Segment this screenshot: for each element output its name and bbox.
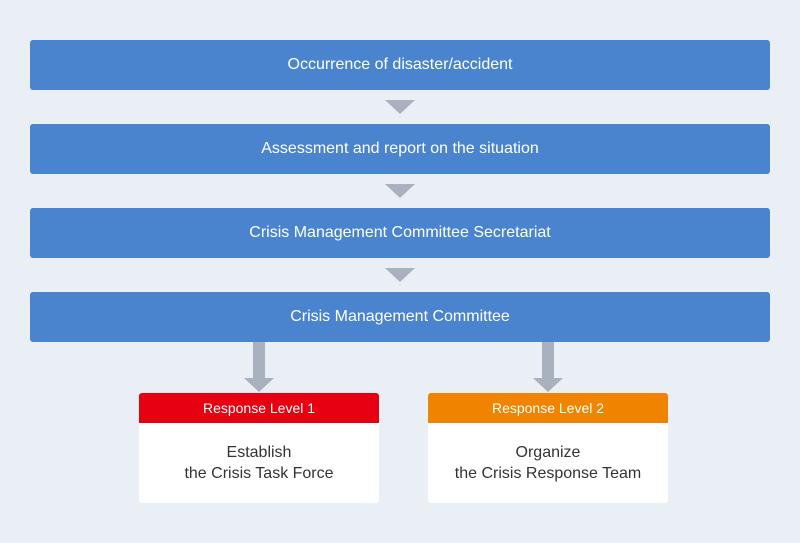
response-level-2-header: Response Level 2: [428, 393, 668, 423]
step-assessment: Assessment and report on the situation: [30, 124, 770, 174]
response-level-2-body: Organize the Crisis Response Team: [428, 423, 668, 503]
level-action-line: the Crisis Response Team: [454, 465, 642, 482]
step-committee: Crisis Management Committee: [30, 292, 770, 342]
down-arrow-icon: [385, 268, 415, 282]
level-action-line: Organize: [515, 444, 581, 461]
step-label: Crisis Management Committee: [290, 308, 510, 325]
response-level-2-card: Response Level 2 Organize the Crisis Res…: [428, 393, 668, 503]
level-header-label: Response Level 1: [202, 400, 316, 416]
down-arrow-icon: [385, 184, 415, 198]
step-label: Occurrence of disaster/accident: [287, 56, 513, 73]
step-label: Crisis Management Committee Secretariat: [249, 224, 551, 241]
step-occurrence: Occurrence of disaster/accident: [30, 40, 770, 90]
response-level-1-card: Response Level 1 Establish the Crisis Ta…: [139, 393, 379, 503]
response-level-1-body: Establish the Crisis Task Force: [139, 423, 379, 503]
level-action-line: Establish: [226, 444, 292, 461]
step-label: Assessment and report on the situation: [261, 140, 539, 157]
response-level-1-header: Response Level 1: [139, 393, 379, 423]
down-arrow-icon: [385, 100, 415, 114]
level-header-label: Response Level 2: [491, 400, 605, 416]
branch-arrow-icon: [533, 342, 563, 392]
branch-arrow-icon: [244, 342, 274, 392]
level-action-line: the Crisis Task Force: [184, 465, 334, 482]
step-secretariat: Crisis Management Committee Secretariat: [30, 208, 770, 258]
